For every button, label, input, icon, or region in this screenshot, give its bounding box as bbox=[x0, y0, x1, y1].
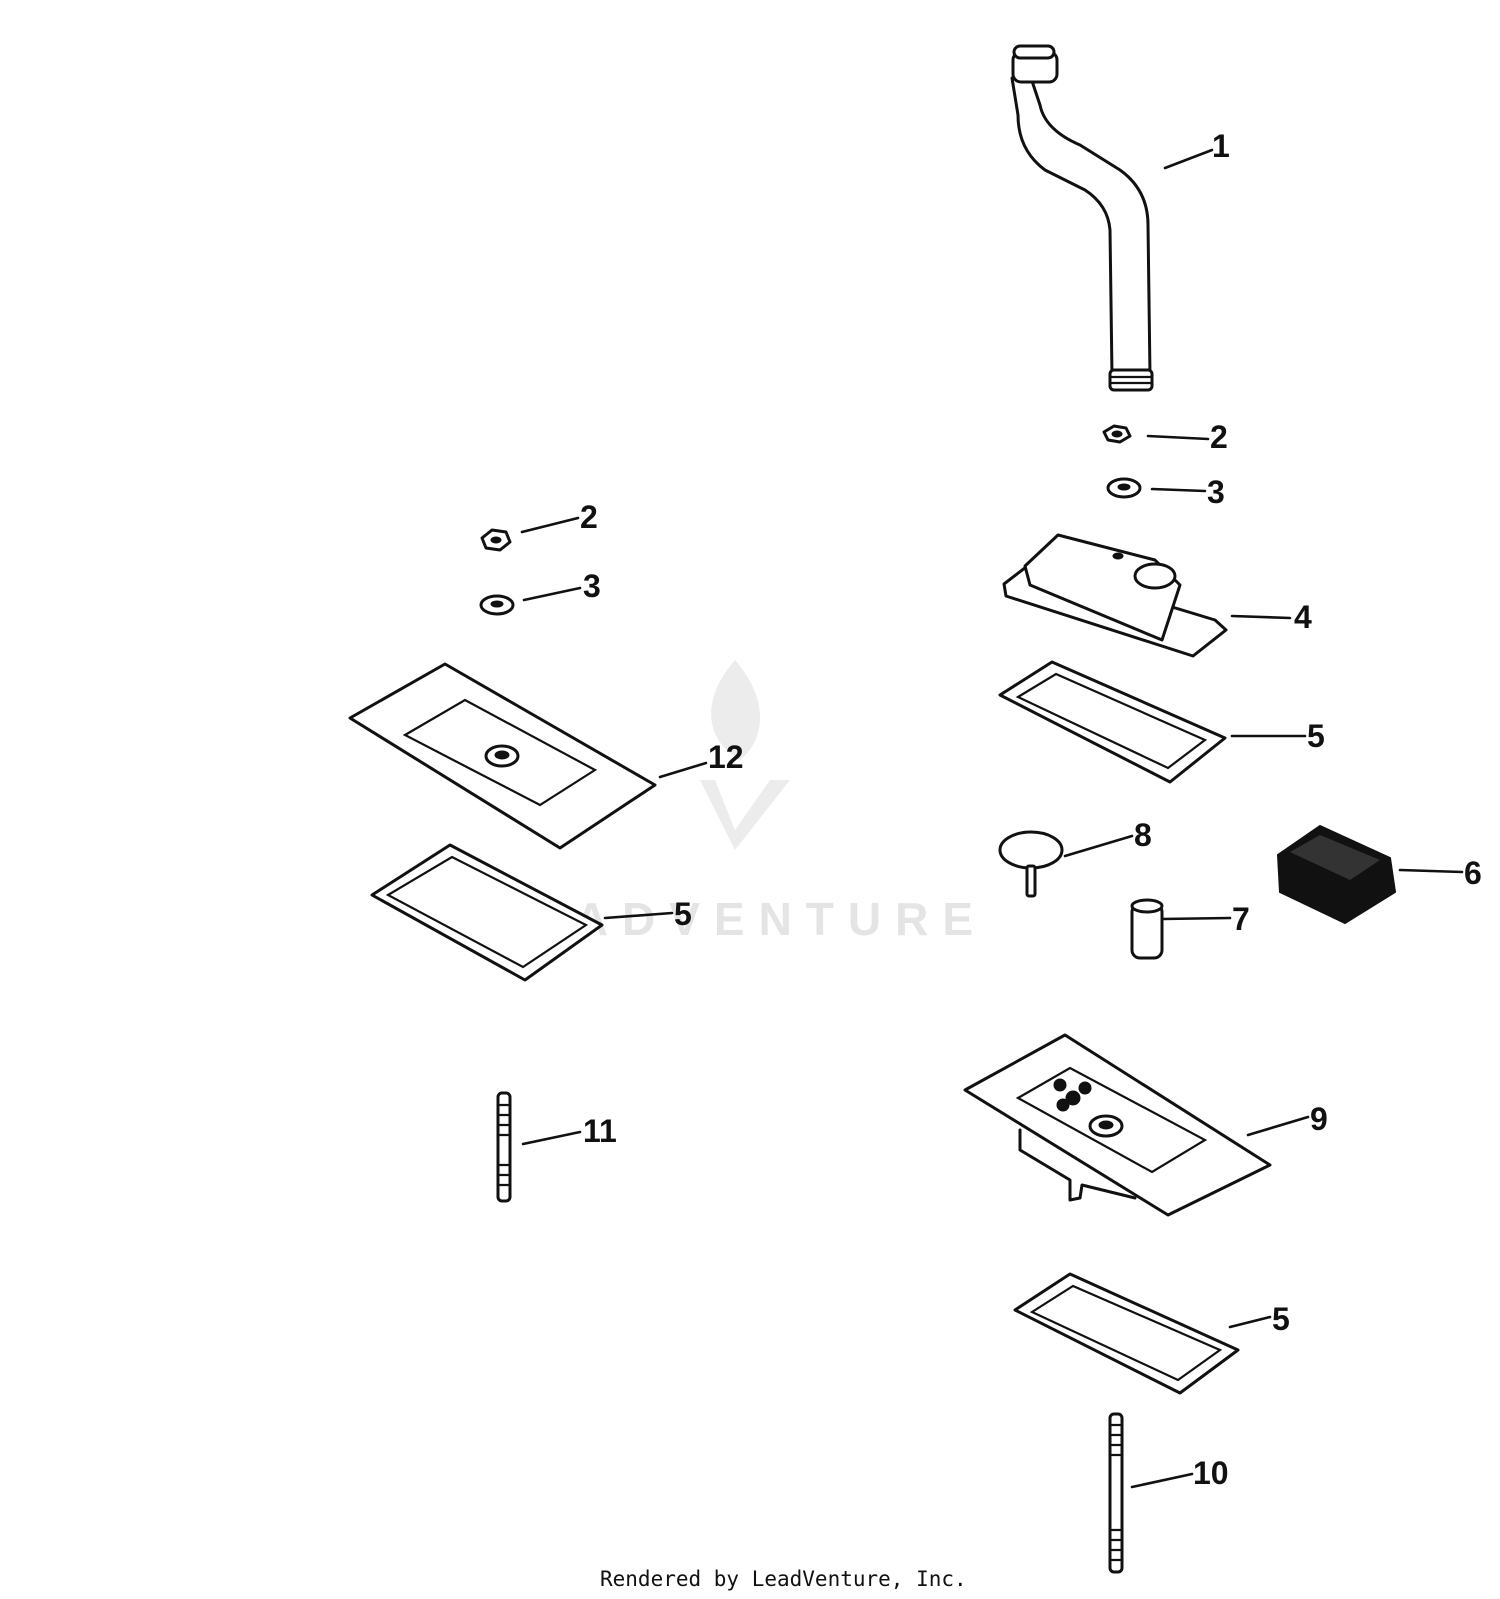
watermark-v-icon bbox=[700, 780, 790, 850]
part-12-breather-plate bbox=[348, 662, 657, 850]
callouts: 1 2 3 2 3 4 5 5 5 6 7 8 9 10 11 12 bbox=[580, 128, 1482, 1491]
part-5-gasket-lower-right bbox=[1013, 1272, 1240, 1395]
part-5-gasket-left bbox=[370, 843, 604, 982]
part-7-spacer bbox=[1130, 898, 1164, 960]
callout-10: 10 bbox=[1193, 1455, 1229, 1491]
callout-1: 1 bbox=[1212, 128, 1230, 164]
part-1-breather-tube bbox=[1010, 44, 1154, 392]
callout-9: 9 bbox=[1310, 1101, 1328, 1137]
callout-2-left: 2 bbox=[580, 499, 598, 535]
callout-7: 7 bbox=[1232, 901, 1250, 937]
part-11-short-stud bbox=[496, 1091, 512, 1203]
callout-2-right: 2 bbox=[1210, 419, 1228, 455]
part-10-long-stud bbox=[1108, 1412, 1124, 1574]
footer-credit: Rendered by LeadVenture, Inc. bbox=[600, 1567, 967, 1591]
part-2-nut-left bbox=[480, 528, 512, 552]
callout-5-lower-right: 5 bbox=[1272, 1301, 1290, 1337]
callout-4: 4 bbox=[1294, 599, 1312, 635]
callout-12: 12 bbox=[708, 739, 744, 775]
part-8-reed-valve bbox=[998, 830, 1064, 898]
callout-5-upper-right: 5 bbox=[1307, 718, 1325, 754]
leader-lines bbox=[520, 148, 1464, 1489]
part-3-washer-right bbox=[1106, 477, 1142, 499]
callout-5-left: 5 bbox=[674, 896, 692, 932]
part-6-filter-element bbox=[1276, 824, 1397, 925]
part-2-nut-right bbox=[1102, 424, 1132, 444]
callout-3-left: 3 bbox=[583, 568, 601, 604]
part-4-breather-cover bbox=[1002, 533, 1228, 658]
callout-3-right: 3 bbox=[1207, 474, 1225, 510]
part-9-breather-body bbox=[963, 1033, 1272, 1217]
watermark-flame-icon bbox=[711, 660, 760, 760]
part-3-washer-left bbox=[479, 594, 515, 616]
callout-8: 8 bbox=[1134, 817, 1152, 853]
callout-11: 11 bbox=[583, 1113, 617, 1149]
part-5-gasket-upper-right bbox=[998, 660, 1227, 784]
callout-6: 6 bbox=[1464, 855, 1482, 891]
